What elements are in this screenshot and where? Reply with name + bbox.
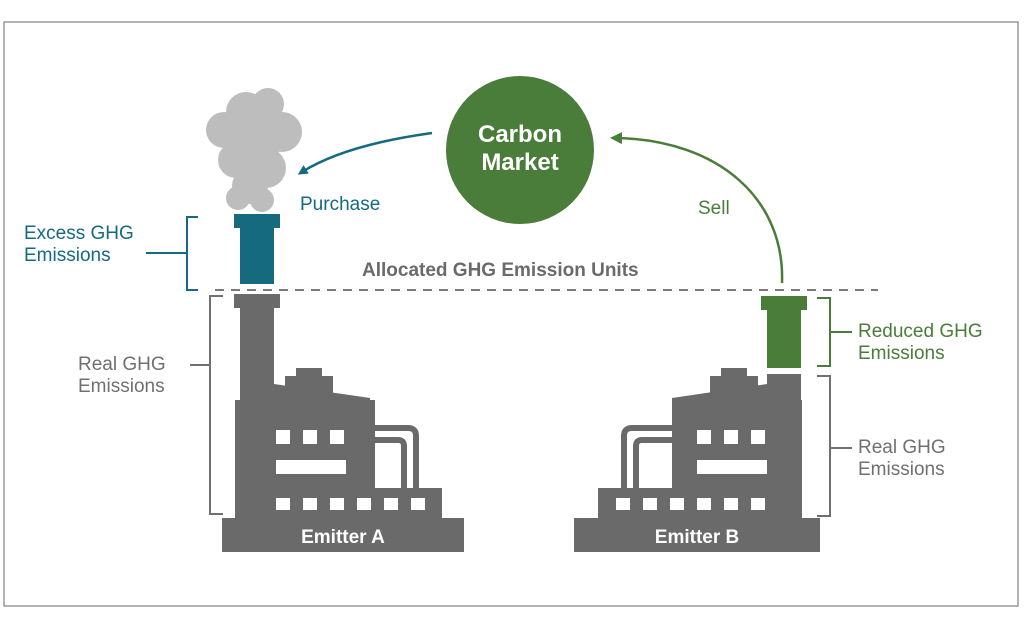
excess-label-line1: Excess GHG bbox=[24, 223, 134, 244]
emitter-b-reduced-chimney bbox=[767, 310, 801, 368]
smoke-cloud bbox=[206, 88, 302, 212]
emitter-a-excess-chimney-cap bbox=[234, 214, 280, 228]
sell-label: Sell bbox=[698, 198, 730, 219]
market-label-line2: Market bbox=[481, 149, 558, 176]
purchase-label: Purchase bbox=[300, 194, 380, 215]
emitter-b-factory bbox=[574, 368, 820, 552]
purchase-arrow bbox=[297, 131, 433, 175]
emitter-a-real-label-line2: Emissions bbox=[78, 376, 165, 397]
market-label-line1: Carbon bbox=[478, 121, 562, 148]
emitter-a-real-label-line1: Real GHG bbox=[78, 354, 166, 375]
reduced-label-line2: Emissions bbox=[858, 343, 945, 364]
sell-arrow bbox=[610, 132, 784, 284]
excess-label-line2: Emissions bbox=[24, 245, 111, 266]
carbon-market-circle bbox=[446, 76, 594, 224]
emitter-b-label: Emitter B bbox=[655, 527, 739, 548]
emitter-b-reduced-chimney-cap bbox=[761, 296, 807, 310]
emitter-b-real-label-line2: Emissions bbox=[858, 459, 945, 480]
emitter-b-real-label-line1: Real GHG bbox=[858, 437, 946, 458]
allocated-units-label: Allocated GHG Emission Units bbox=[362, 260, 639, 281]
emitter-b-real-bracket bbox=[817, 375, 831, 517]
reduced-label-line1: Reduced GHG bbox=[858, 321, 983, 342]
emitter-a-factory bbox=[222, 294, 464, 552]
emitter-a-label: Emitter A bbox=[301, 527, 385, 548]
emitter-a-excess-chimney bbox=[240, 228, 274, 284]
emitter-a-real-bracket bbox=[209, 295, 223, 515]
